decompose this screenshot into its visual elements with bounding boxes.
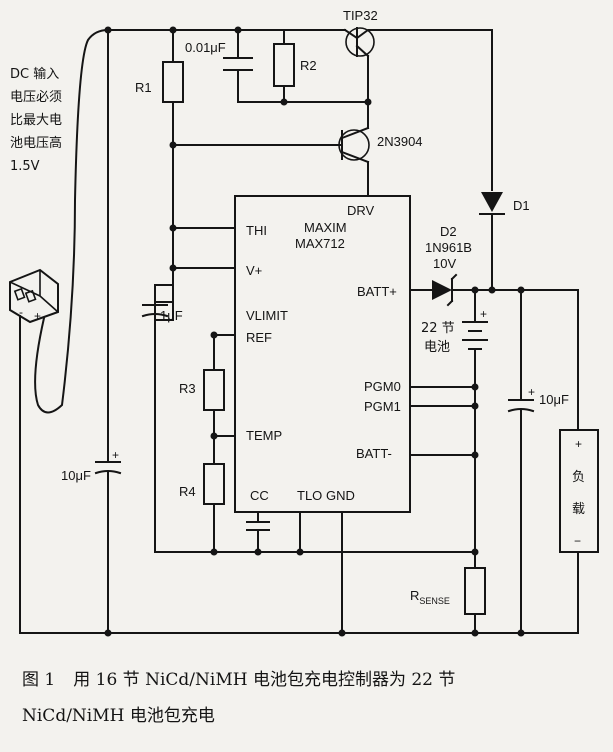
d1-diode [479, 192, 505, 215]
d2-part-label: 1N961B [425, 240, 472, 255]
d1-label: D1 [513, 198, 530, 213]
cap-0-01uf [223, 57, 253, 71]
load-plus-mark: + [575, 437, 582, 451]
rsense-resistor [464, 567, 486, 615]
r3-label: R3 [179, 381, 196, 396]
pin-drv: DRV [347, 203, 375, 218]
pin-temp: TEMP [246, 428, 282, 443]
adapter-negative-mark: - [19, 305, 23, 319]
2n3904-transistor [172, 126, 370, 164]
dc-adapter: + - [9, 268, 59, 324]
cap-1uf [141, 304, 169, 318]
pin-cc: CC [250, 488, 269, 503]
dc-note-line-5: 1.5V [10, 159, 40, 174]
ic-maker: MAXIM [304, 220, 347, 235]
ic-part-number: MAX712 [295, 236, 345, 251]
cap-10uf-input-label: 10μF [61, 468, 91, 483]
cc-capacitor [246, 521, 270, 531]
pin-vlimit: VLIMIT [246, 308, 288, 323]
dc-note-line-4: 池电压高 [10, 135, 62, 151]
cap-10uf-output [507, 399, 535, 413]
pin-thi: THI [246, 223, 267, 238]
r1-resistor [162, 61, 184, 103]
r4-resistor [203, 463, 225, 505]
caption-line-1: 图 1 用 16 节 NiCd/NiMH 电池包充电控制器为 22 节 [22, 662, 602, 698]
pin-gnd: GND [326, 488, 355, 503]
2n3904-label: 2N3904 [377, 134, 423, 149]
battery-label-line-2: 电池 [424, 340, 450, 355]
cap-1uf-label: 1μF [160, 308, 183, 323]
load-label-line-2: 载 [572, 502, 585, 517]
pin-ref: REF [246, 330, 272, 345]
load-minus-mark: − [574, 534, 581, 548]
adapter-positive-cable [34, 28, 110, 414]
r2-label: R2 [300, 58, 317, 73]
r1-label: R1 [135, 80, 152, 95]
battery-plus-mark: + [480, 307, 487, 321]
pin-vplus: V+ [246, 263, 262, 278]
rsense-label: RSENSE [410, 588, 450, 606]
battery-label-line-1: 22 节 [421, 321, 455, 336]
caption-title: 用 16 节 NiCd/NiMH 电池包充电控制器为 22 节 [73, 670, 456, 690]
dc-note-line-2: 电压必须 [10, 90, 62, 105]
load-label-line-1: 负 [572, 470, 585, 485]
cap-0-01uf-label: 0.01μF [185, 40, 226, 55]
tip32-label: TIP32 [343, 8, 378, 23]
cap-10uf-input [94, 461, 122, 475]
figure-caption: 图 1 用 16 节 NiCd/NiMH 电池包充电控制器为 22 节 NiCd/… [22, 662, 602, 734]
r2-resistor [273, 43, 295, 87]
collector-to-d1 [379, 29, 493, 191]
battery-pack [462, 321, 488, 350]
tip32-transistor [343, 27, 381, 58]
figure-number: 图 1 [22, 670, 56, 690]
pin-pgm0: PGM0 [364, 379, 401, 394]
caption-line-2: NiCd/NiMH 电池包充电 [22, 706, 215, 726]
pin-pgm1: PGM1 [364, 399, 401, 414]
cap-out-plus: + [528, 385, 535, 399]
dc-note-line-1: DC 输入 [10, 66, 59, 82]
pin-tlo: TLO [297, 488, 322, 503]
d2-voltage-label: 10V [433, 256, 456, 271]
pin-batt-plus: BATT+ [357, 284, 397, 299]
cap-10uf-output-label: 10μF [539, 392, 569, 407]
d2-ref-label: D2 [440, 224, 457, 239]
dc-note-line-3: 比最大电 [10, 113, 62, 128]
dc-input-note: DC 输入 电压必须 比最大电 池电压高 1.5V [10, 66, 62, 174]
cap-in-plus: + [112, 448, 119, 462]
r4-label: R4 [179, 484, 196, 499]
circuit-schematic: + - DC 输入 电压必须 比最大电 池电压高 1.5V TIP32 R1 0… [9, 8, 599, 637]
pin-batt-minus: BATT- [356, 446, 392, 461]
adapter-positive-mark: + [34, 309, 41, 323]
r3-resistor [203, 369, 225, 411]
max712-ic [234, 195, 411, 513]
